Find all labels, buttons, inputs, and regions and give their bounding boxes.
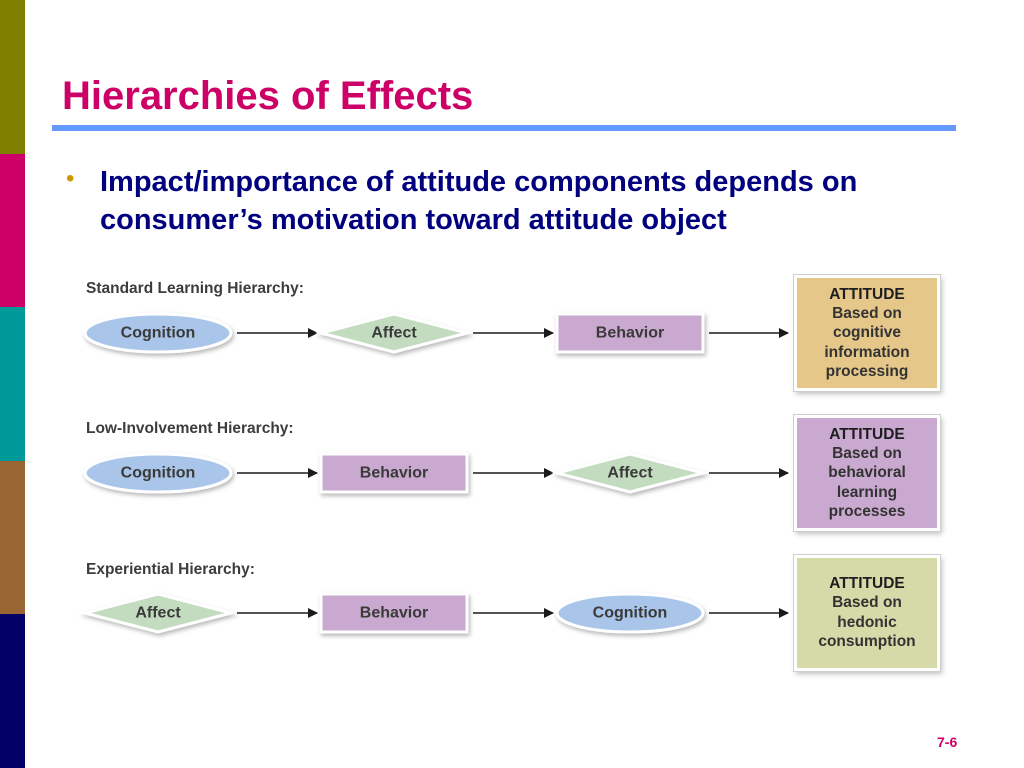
attitude-heading: ATTITUDE — [829, 285, 905, 303]
bullet-text: Impact/importance of attitude components… — [100, 166, 858, 236]
sidebar-band-navy — [0, 614, 25, 768]
attitude-description: Based on hedonic consumption — [818, 594, 916, 651]
sidebar-band-olive — [0, 0, 25, 154]
node-label: Behavior — [596, 325, 664, 342]
node-shape — [83, 452, 233, 494]
hierarchy-label-standard-learning: Standard Learning Hierarchy: — [86, 280, 304, 297]
attitude-box-cognitive: ATTITUDE Based on cognitive information … — [794, 275, 940, 391]
node-rect-behavior: Behavior — [319, 452, 469, 494]
sidebar-band-brown — [0, 461, 25, 614]
node-shape — [79, 592, 237, 634]
node-ellipse-cognition: Cognition — [555, 592, 705, 634]
node-label: Behavior — [360, 605, 428, 622]
node-label: Cognition — [121, 325, 196, 342]
node-shape — [551, 452, 709, 494]
node-shape — [315, 312, 473, 354]
bullet-marker: • — [66, 165, 75, 192]
node-shape — [555, 592, 705, 634]
node-rect-behavior: Behavior — [319, 592, 469, 634]
attitude-box-behavioral: ATTITUDE Based on behavioral learning pr… — [794, 415, 940, 531]
node-rect-behavior: Behavior — [555, 312, 705, 354]
node-label: Affect — [371, 325, 417, 342]
attitude-box-hedonic: ATTITUDE Based on hedonic consumption — [794, 555, 940, 671]
node-label: Cognition — [593, 605, 668, 622]
node-label: Cognition — [121, 465, 196, 482]
sidebar-band-magenta — [0, 154, 25, 307]
node-label: Affect — [607, 465, 653, 482]
node-ellipse-cognition: Cognition — [83, 312, 233, 354]
node-label: Behavior — [360, 465, 428, 482]
node-shape — [83, 312, 233, 354]
attitude-heading: ATTITUDE — [829, 425, 905, 443]
slide-title: Hierarchies of Effects — [62, 74, 474, 118]
attitude-description: Based on behavioral learning processes — [828, 444, 906, 521]
node-shape — [555, 312, 705, 354]
node-ellipse-cognition: Cognition — [83, 452, 233, 494]
node-label: Affect — [135, 605, 181, 622]
sidebar-color-bands — [0, 0, 25, 768]
attitude-heading: ATTITUDE — [829, 575, 905, 593]
node-diamond-affect: Affect — [551, 452, 709, 494]
sidebar-band-teal — [0, 307, 25, 461]
node-shape — [319, 592, 469, 634]
hierarchy-label-experiential: Experiential Hierarchy: — [86, 561, 255, 578]
node-diamond-affect: Affect — [79, 592, 237, 634]
attitude-description: Based on cognitive information processin… — [824, 304, 910, 381]
slide-number: 7-6 — [937, 734, 958, 750]
title-underline — [52, 125, 956, 131]
hierarchy-label-low-involvement: Low-Involvement Hierarchy: — [86, 420, 294, 437]
node-diamond-affect: Affect — [315, 312, 473, 354]
node-shape — [319, 452, 469, 494]
